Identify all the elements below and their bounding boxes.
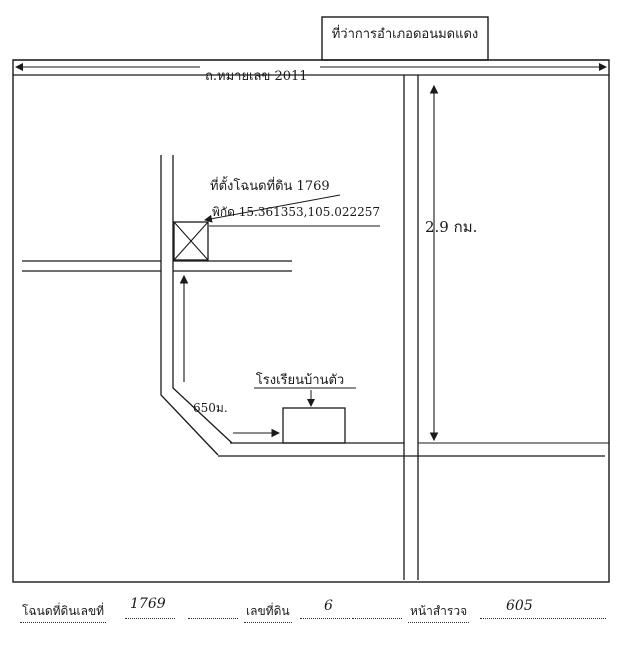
map-frame bbox=[12, 59, 610, 583]
land-plot bbox=[173, 221, 209, 261]
deed-number-dots bbox=[125, 618, 175, 619]
location-map: ที่ว่าการอำเภอดอนมดแดง ถ.หมายเลข 2011 2.… bbox=[12, 16, 610, 583]
land-label: ที่ตั้งโฉนดที่ดิน 1769 bbox=[210, 176, 330, 194]
deed-footer: โฉนดที่ดินเลขที่ 1769 เลขที่ดิน 6 หน้าสำ… bbox=[0, 590, 627, 640]
short-distance-label: 650ม. bbox=[193, 401, 228, 415]
school-box bbox=[282, 407, 346, 444]
left-road-inner bbox=[172, 155, 233, 444]
road-label: ถ.หมายเลข 2011 bbox=[205, 69, 308, 84]
land-leader bbox=[204, 194, 341, 223]
left-road-outer bbox=[160, 155, 219, 456]
office-label: ที่ว่าการอำเภอดอนมดแดง bbox=[332, 25, 479, 42]
land-number-label: เลขที่ดิน bbox=[244, 602, 292, 623]
land-no-lead-dots bbox=[188, 618, 238, 619]
survey-lead-dots bbox=[352, 618, 402, 619]
land-number-dots bbox=[300, 618, 350, 619]
coords-label: พิกัด 15.361353,105.022257 bbox=[212, 205, 380, 219]
survey-page-value: 605 bbox=[506, 598, 533, 614]
land-number-value: 6 bbox=[324, 598, 333, 614]
distance-label: 2.9 กม. bbox=[425, 218, 477, 236]
survey-page-label: หน้าสำรวจ bbox=[408, 602, 470, 623]
land-plot-cross-2 bbox=[173, 221, 209, 261]
school-label: โรงเรียนบ้านตัว bbox=[256, 372, 344, 388]
survey-page-dots bbox=[480, 618, 606, 619]
deed-number-label: โฉนดที่ดินเลขที่ bbox=[20, 602, 107, 623]
deed-number-value: 1769 bbox=[130, 596, 166, 612]
